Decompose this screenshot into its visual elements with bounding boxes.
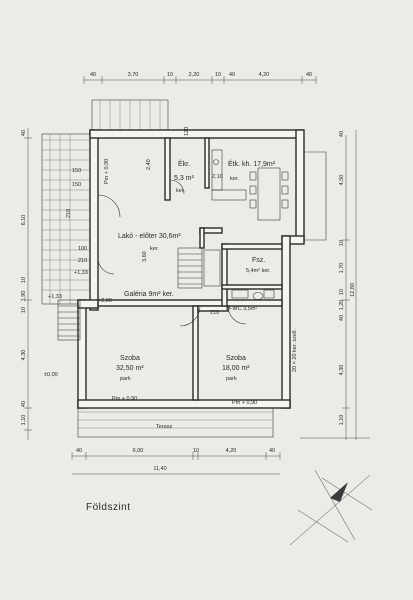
wc-name: M-WC 3,5m² <box>226 306 257 312</box>
stair-label-3: 100 <box>78 246 87 252</box>
fsz-name: Fsz. <box>252 257 265 264</box>
right-dim-1: 4,50 <box>339 175 345 186</box>
bottom-dim-4: 40 <box>269 448 275 454</box>
top-dim-4: 10 <box>215 72 221 78</box>
right-dim-5: 1,20 <box>339 300 345 311</box>
terrace-hatch-left <box>41 133 91 305</box>
level-1: +1,33 <box>48 294 62 300</box>
szoba2-floor: park <box>226 376 237 382</box>
level-0: +1,33 <box>74 270 88 276</box>
top-pergola <box>91 99 169 131</box>
galeria-name: Galéria 9m² ker. <box>124 291 174 298</box>
right-dim-4: 10 <box>339 289 345 295</box>
bottom-dim-1: 6,00 <box>133 448 144 454</box>
level-3: ±0,00 <box>44 372 58 378</box>
left-dim-7: 1,10 <box>21 415 27 426</box>
top-dim-7: 40 <box>306 72 312 78</box>
bay-window <box>304 151 327 241</box>
right-dim-7: 12,80 <box>350 283 356 297</box>
bottom-dim-0: 40 <box>76 448 82 454</box>
bottom-terrace <box>77 404 274 438</box>
etk-name: Étk. kh. 17,9m² <box>228 159 276 168</box>
door-swings <box>97 179 247 327</box>
level-2: +2,00 <box>98 298 112 304</box>
left-dim-3: 1,90 <box>21 291 27 302</box>
top-dim-6: 4,20 <box>259 72 270 78</box>
etk-floor: ker. <box>230 176 239 182</box>
right-dim-3: 1,70 <box>339 263 345 274</box>
top-dim-2: 10 <box>167 72 173 78</box>
misc-label-1: 3,60 <box>142 251 148 262</box>
szoba2-name: Szoba <box>226 355 246 362</box>
right-dim-0: 40 <box>339 131 345 137</box>
window-note-0: Pm + 0,90 <box>112 396 137 402</box>
top-dim-5: 40 <box>229 72 235 78</box>
kitchen-counter <box>211 149 247 201</box>
stair-label-1: 150 <box>72 182 81 188</box>
misc-label-0: 2,40 <box>146 159 152 170</box>
ekr-name: Ékr. <box>178 159 190 168</box>
szoba1-floor: park <box>120 376 131 382</box>
ekr-floor: ker. <box>176 188 185 194</box>
window-note-1: Pm + 0,90 <box>232 400 257 406</box>
top-dim-3: 2,20 <box>189 72 200 78</box>
right-dim-2: 10 <box>339 240 345 246</box>
right-dim-6: 40 <box>339 315 345 321</box>
szoba1-name: Szoba <box>120 355 140 362</box>
exterior-walls <box>77 129 305 409</box>
misc-label-2: 2,10 <box>212 174 223 180</box>
right-dim-8: 4,30 <box>339 365 345 376</box>
stair-label-2: 210 <box>66 209 72 218</box>
stair-label-0: 150 <box>72 168 81 174</box>
dining-table <box>249 167 289 221</box>
staircase <box>177 247 221 289</box>
left-dim-4: 10 <box>21 307 27 313</box>
left-dim-0: 40 <box>21 130 27 136</box>
right-dim-9: 1,10 <box>339 415 345 426</box>
bottom-dim-3: 4,20 <box>226 448 237 454</box>
left-dim-1: 6,10 <box>21 215 27 226</box>
north-arrow <box>289 469 373 546</box>
dimension-lines <box>24 76 370 475</box>
top-dim-0: 40 <box>90 72 96 78</box>
szoba1-area: 32,50 m² <box>116 365 144 372</box>
misc-label-4: 210 <box>210 310 219 316</box>
bottom-dim-2: 10 <box>193 448 199 454</box>
misc-label-3: 120 <box>184 127 190 136</box>
left-dim-2: 10 <box>21 277 27 283</box>
szoba2-area: 18,00 m² <box>222 365 250 372</box>
wc-fixtures <box>231 289 275 300</box>
floor-label: Földszint <box>86 502 131 513</box>
stair-label-4: 210 <box>78 258 87 264</box>
misc-label-5: 20 × 20 ker. szell. <box>292 329 298 372</box>
fsz-area: 5,4m² ker. <box>246 268 271 274</box>
top-dim-1: 3,70 <box>128 72 139 78</box>
bottom-total: 11,40 <box>153 466 166 472</box>
terasz-name: Terasz <box>156 424 172 430</box>
lako-floor: ker. <box>150 246 159 252</box>
ekr-area: 5,3 m² <box>174 175 195 182</box>
outside-steps <box>57 299 81 341</box>
window-note-2: Pm + 0,90 <box>104 159 110 184</box>
left-dim-5: 4,30 <box>21 350 27 361</box>
lako-name: Lakó - előter 30,6m² <box>118 233 181 240</box>
left-dim-6: 40 <box>21 401 27 407</box>
